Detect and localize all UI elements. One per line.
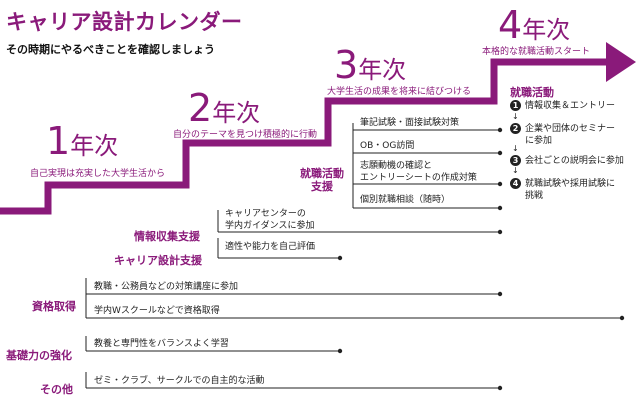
step-1-text: 情報収集＆エントリー	[525, 101, 616, 111]
step-arrow-down-icon: ↓	[512, 112, 519, 121]
year-3-number: 3	[334, 43, 359, 87]
category-job-support-line1: 就職活動	[300, 167, 344, 180]
category-other: その他	[40, 383, 73, 396]
step-arrow-down-icon: ↓	[512, 144, 519, 153]
step-4-line1: 就職試験や採用試験に	[525, 179, 616, 189]
stair-step-line	[0, 58, 612, 215]
step-2-number: 2	[510, 123, 521, 134]
year-4-label: 4年次	[498, 6, 570, 49]
year-4-suffix: 年次	[522, 16, 571, 44]
category-foundation: 基礎力の強化	[6, 349, 72, 362]
timeline-arrow-head	[606, 42, 636, 82]
year-1-label: 1年次	[46, 122, 118, 165]
year-1-desc: 自己実現は充実した大学生活から	[30, 169, 166, 179]
item-career-center-guidance: キャリアセンターの 学内ガイダンスに参加	[225, 208, 314, 232]
item-teacher-exam-course: 教職・公務員などの対策講座に参加	[94, 282, 239, 292]
year-4-desc: 本格的な就職活動スタート	[482, 47, 591, 57]
category-job-support: 就職活動 支援	[300, 167, 344, 193]
item-career-center-line1: キャリアセンターの	[225, 209, 306, 219]
year-3-suffix: 年次	[358, 56, 407, 84]
item-motivation-entry-sheet: 志願動機の確認と エントリーシートの作成対策	[360, 160, 477, 184]
step-4-line2: 挑戦	[525, 191, 544, 201]
step-3-number: 3	[510, 155, 521, 166]
step-2-line2: に参加	[525, 136, 553, 146]
step-2-text: 企業や団体のセミナー に参加	[525, 123, 615, 147]
year-3-label: 3年次	[334, 46, 406, 89]
category-job-support-line2: 支援	[311, 180, 333, 193]
item-consultation: 個別就職相談（随時）	[360, 195, 451, 205]
item-motivation-line1: 志願動機の確認と	[360, 161, 433, 171]
item-w-school: 学内Wスクールなどで資格取得	[94, 306, 220, 316]
year-1-suffix: 年次	[70, 132, 119, 160]
year-2-number: 2	[188, 86, 213, 130]
year-2-desc: 自分のテーマを見つけ積極的に行動	[173, 130, 318, 140]
item-education-balance: 教養と専門性をバランスよく学習	[94, 339, 229, 349]
item-seminar-club: ゼミ・クラブ、サークルでの自主的な活動	[94, 376, 265, 386]
item-motivation-line2: エントリーシートの作成対策	[360, 173, 477, 183]
job-hunting-title: 就職活動	[510, 86, 554, 99]
year-2-suffix: 年次	[212, 99, 261, 127]
year-3-desc: 大学生活の成果を将来に結びつける	[327, 87, 472, 97]
step-4-text: 就職試験や採用試験に 挑戦	[525, 178, 615, 202]
step-4-number: 4	[510, 178, 521, 189]
item-written-test: 筆記試験・面接試験対策	[360, 118, 460, 128]
step-1-number: 1	[510, 100, 521, 111]
step-2-line1: 企業や団体のセミナー	[525, 124, 616, 134]
category-career-support: キャリア設計支援	[114, 254, 202, 267]
step-arrow-down-icon: ↓	[512, 166, 519, 175]
year-2-label: 2年次	[188, 89, 260, 132]
page-subtitle: その時期にやるべきことを確認しましょう	[6, 43, 215, 56]
category-qualification: 資格取得	[32, 300, 76, 313]
step-3-text: 会社ごとの説明会に参加	[525, 156, 624, 166]
timeline-bar-end-dots	[337, 229, 625, 391]
item-career-center-line2: 学内ガイダンスに参加	[225, 221, 315, 231]
job-support-lines	[352, 123, 500, 209]
year-4-number: 4	[498, 3, 523, 47]
year-1-number: 1	[46, 119, 71, 163]
timeline-bars	[85, 210, 622, 389]
page-title: キャリア設計カレンダー	[6, 10, 243, 34]
item-aptitude-assessment: 適性や能力を自己評価	[225, 242, 316, 252]
category-info-support: 情報収集支援	[134, 230, 200, 243]
item-ob-og-visit: OB・OG訪問	[360, 141, 415, 151]
job-support-dots	[497, 127, 503, 211]
